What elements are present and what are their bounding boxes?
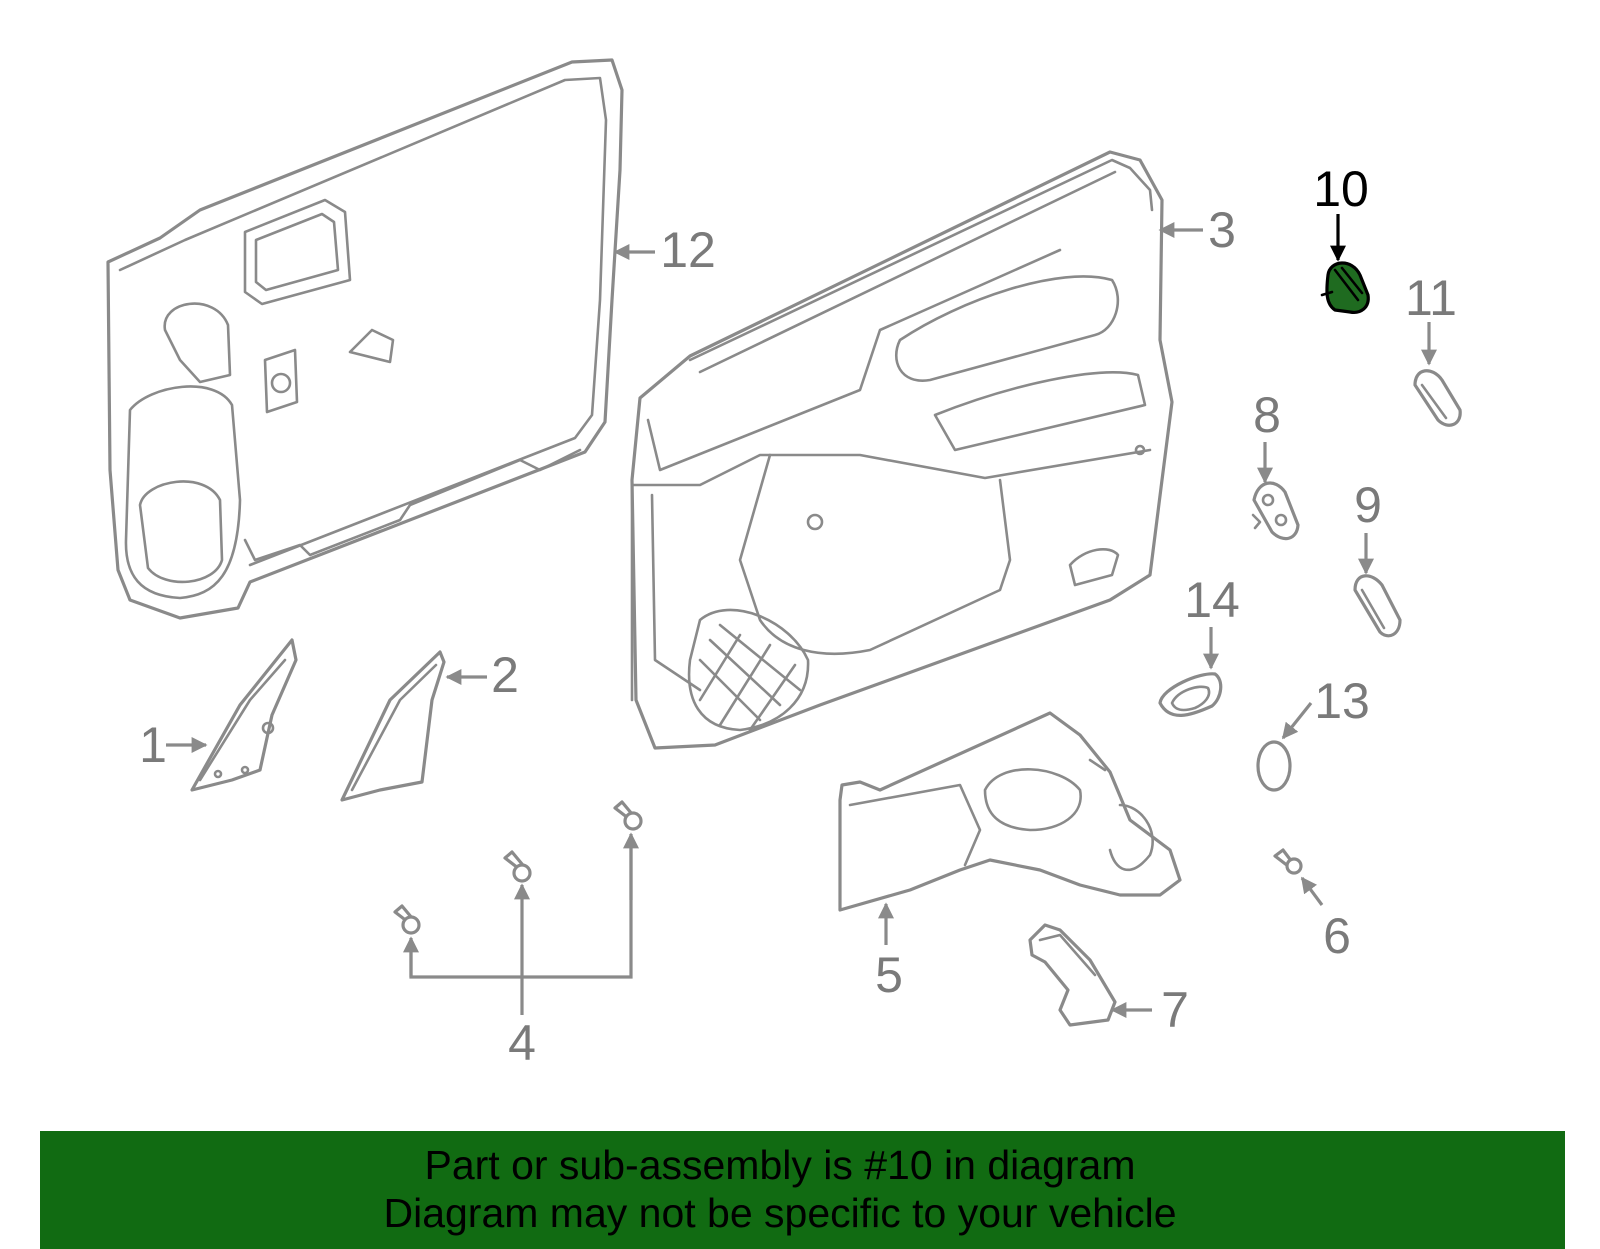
callout-1: 1 (139, 717, 167, 773)
part-3-door-trim-panel (630, 150, 1174, 750)
part-2-pillar-trim (340, 650, 446, 802)
callout-3: 3 (1208, 202, 1236, 258)
part-11-trim-cap (1413, 369, 1462, 427)
part-7-handle-bezel (1028, 923, 1117, 1027)
callout-5: 5 (875, 947, 903, 1003)
part-6-clip (1273, 848, 1303, 875)
callout-12: 12 (660, 222, 716, 278)
callout-7: 7 (1161, 982, 1189, 1038)
callout-2: 2 (491, 647, 519, 703)
callout-13: 13 (1314, 673, 1370, 729)
callout-10: 10 (1313, 161, 1369, 217)
part-12-inner-door-panel (106, 58, 624, 620)
callout-14: 14 (1184, 572, 1240, 628)
callout-11: 11 (1405, 270, 1457, 326)
part-8-switch-plate (1251, 481, 1300, 541)
callout-8: 8 (1253, 387, 1281, 443)
banner-part-note: Part or sub-assembly is #10 in diagram (424, 1142, 1136, 1188)
callout-6: 6 (1323, 908, 1351, 964)
part-13-plug (1256, 740, 1292, 792)
callout-labels: 1 2 3 4 5 6 7 8 9 10 11 12 13 14 (139, 161, 1457, 1071)
info-banner: Part or sub-assembly is #10 in diagram D… (40, 1131, 1565, 1249)
part-4-screws (393, 800, 643, 935)
part-10-switch-highlighted (1320, 261, 1370, 314)
banner-disclaimer: Diagram may not be specific to your vehi… (383, 1190, 1177, 1236)
callout-4: 4 (508, 1015, 536, 1071)
part-14-escutcheon (1158, 672, 1223, 717)
part-1-pillar-trim (190, 638, 298, 792)
leader-lines (166, 214, 1437, 1018)
part-9-handle-cover (1353, 574, 1402, 638)
callout-9: 9 (1354, 477, 1382, 533)
part-5-lower-trim (838, 711, 1182, 912)
